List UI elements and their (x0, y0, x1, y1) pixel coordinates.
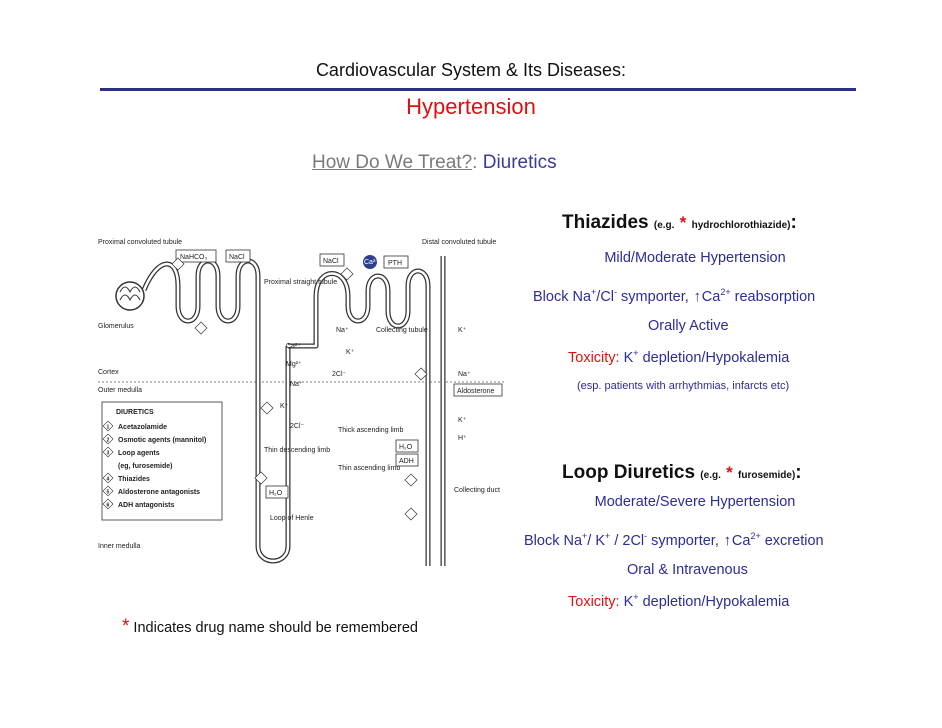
loop-eg-drug: furosemide) (738, 470, 796, 481)
label-thin-ascending: Thin ascending limb (338, 465, 400, 472)
diuretics-legend-box (101, 401, 223, 521)
slide-subtitle: Hypertension (406, 94, 536, 119)
label-ca: Ca²⁺ (364, 259, 379, 266)
label-loop-of-henle: Loop of Henle (270, 515, 314, 522)
legend-marker (102, 472, 114, 484)
label-ca-2: Ca²⁺ (286, 343, 301, 350)
loop-toxicity: Toxicity: K+ depletion/Hypokalemia (568, 592, 790, 610)
legend-item-text: (eg, furosemide) (118, 463, 172, 470)
loop-heading: Loop Diuretics (e.g. * furosemide): (562, 462, 802, 484)
label-distal-convoluted: Distal convoluted tubule (422, 239, 496, 246)
up-arrow-icon: ↑ (723, 531, 732, 549)
label-cortex: Cortex (98, 369, 119, 376)
label-h2o-2: H₂O (269, 490, 283, 497)
legend-marker (102, 420, 114, 432)
thiazides-colon: : (790, 212, 797, 233)
thiazides-star-icon: * (679, 213, 687, 232)
loop-name: Loop Diuretics (562, 462, 696, 483)
up-arrow-icon: ↑ (693, 287, 702, 305)
legend-marker (102, 433, 114, 445)
title-rule (100, 88, 856, 91)
thiazides-mechanism: Block Na+/Cl- symporter, ↑Ca2+ reabsorpt… (533, 287, 816, 305)
label-nahco3: NaHCO₃ (180, 254, 208, 261)
label-nacl-2: NaCl (323, 258, 339, 265)
thiazides-name: Thiazides (562, 212, 649, 233)
loop-mechanism: Block Na+/ K+ / 2Cl- symporter, ↑Ca2+ ex… (524, 531, 824, 549)
label-k-3: K⁺ (280, 403, 289, 410)
legend-marker (102, 498, 114, 510)
treat-question-link[interactable]: How Do We Treat? (312, 152, 473, 173)
label-inner-medulla: Inner medulla (98, 543, 141, 550)
thiazides-route: Orally Active (648, 318, 729, 334)
treat-colon: : (472, 152, 478, 173)
legend-item-text: Osmotic agents (mannitol) (118, 437, 206, 444)
loop-indication: Moderate/Severe Hypertension (594, 494, 796, 510)
nephron-diagram: Proximal convoluted tubule NaHCO₃ NaCl N… (98, 236, 506, 576)
label-na-2: Na⁺ (458, 371, 471, 378)
footnote-text: Indicates drug name should be remembered (129, 620, 418, 636)
thiazides-eg-drug: hydrochlorothiazide) (691, 220, 791, 231)
legend-item-text: Aldosterone antagonists (118, 489, 200, 496)
label-cl-1: 2Cl⁻ (332, 371, 347, 378)
footnote: * Indicates drug name should be remember… (122, 616, 418, 638)
footnote-star-icon: * (122, 616, 130, 637)
legend-number: 2 (107, 438, 110, 444)
label-k-2: K⁺ (458, 327, 467, 334)
label-k-4: K⁺ (458, 417, 467, 424)
label-mg: Mg²⁺ (286, 361, 302, 368)
label-outer-medulla: Outer medulla (98, 387, 142, 394)
label-thick-ascending: Thick ascending limb (338, 427, 403, 434)
legend-item-text: ADH antagonists (118, 502, 175, 509)
loop-star-icon: * (726, 463, 733, 482)
glomerulus-shape (115, 281, 145, 311)
label-h2o-1: H₂O (399, 444, 413, 451)
thiazides-heading: Thiazides (e.g. * hydrochlorothiazide): (562, 212, 797, 234)
legend-number: 4 (107, 477, 110, 483)
legend-number: 5 (107, 490, 110, 496)
thiazides-note: (esp. patients with arrhythmias, infarct… (577, 380, 790, 392)
label-cl-2: 2Cl⁻ (290, 423, 305, 430)
treat-heading: How Do We Treat?: Diuretics (312, 152, 557, 174)
label-proximal-straight: Proximal straight tubule (264, 279, 337, 286)
legend-items: 1 Acetazolamide 2 Osmotic agents (mannitol)… (102, 420, 206, 510)
legend-item-text: Loop agents (118, 450, 160, 457)
slide-title: Cardiovascular System & Its Diseases: (315, 60, 627, 80)
legend-number: 1 (107, 425, 110, 431)
label-h: H⁺ (458, 435, 467, 442)
treat-answer: Diuretics (482, 152, 557, 173)
legend-item-text: Acetazolamide (118, 424, 167, 431)
label-pth: PTH (388, 260, 402, 267)
thiazides-eg-open: (e.g. (653, 220, 675, 231)
legend-marker (102, 485, 114, 497)
legend-title: DIURETICS (116, 409, 154, 416)
legend-number: 3 (107, 451, 110, 457)
legend-marker (102, 446, 114, 458)
legend-item-text: Thiazides (118, 476, 150, 483)
label-proximal-convoluted: Proximal convoluted tubule (98, 239, 182, 246)
label-glomerulus: Glomerulus (98, 323, 134, 330)
label-na-3: Na⁺ (290, 381, 303, 388)
legend-number: 6 (107, 503, 110, 509)
label-k-1: K⁺ (346, 349, 355, 356)
label-aldosterone: Aldosterone (457, 388, 494, 395)
label-nacl-1: NaCl (229, 254, 245, 261)
thiazides-toxicity: Toxicity: K+ depletion/Hypokalemia (568, 348, 790, 366)
site-markers (171, 257, 428, 521)
label-collecting-tubule: Collecting tubule (376, 327, 428, 334)
label-collecting-duct: Collecting duct (454, 487, 500, 494)
thiazides-indication: Mild/Moderate Hypertension (604, 250, 786, 266)
loop-colon: : (795, 462, 802, 483)
label-thin-descending: Thin descending limb (264, 447, 330, 454)
label-na-1: Na⁺ (336, 327, 349, 334)
loop-eg-open: (e.g. (700, 470, 721, 481)
loop-route: Oral & Intravenous (627, 562, 748, 578)
label-adh: ADH (399, 458, 414, 465)
